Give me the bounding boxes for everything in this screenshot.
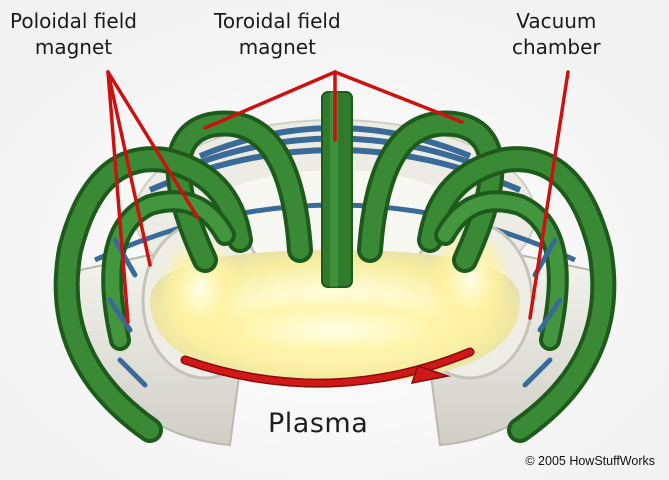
vacuum-chamber-label: Vacuum chamber [512, 8, 601, 60]
center-column [321, 91, 353, 288]
plasma-current-arrow [180, 347, 475, 388]
vacuum-label-line1: Vacuum [516, 9, 597, 33]
coil-side-bars [107, 237, 563, 388]
toroidal-label-line2: magnet [238, 35, 316, 59]
plasma-torus [150, 225, 520, 385]
poloidal-label-line2: magnet [34, 35, 113, 59]
leader-lines [106, 70, 570, 324]
poloidal-label-line1: Poloidal field [10, 9, 137, 33]
plasma-label: Plasma [268, 408, 369, 439]
toroidal-label-line1: Toroidal field [214, 9, 341, 33]
toroidal-field-magnet-label: Toroidal field magnet [214, 8, 341, 60]
copyright-notice: © 2005 HowStuffWorks [525, 454, 655, 468]
poloidal-field-magnet-label: Poloidal field magnet [10, 8, 137, 60]
vacuum-label-line2: chamber [512, 35, 601, 59]
